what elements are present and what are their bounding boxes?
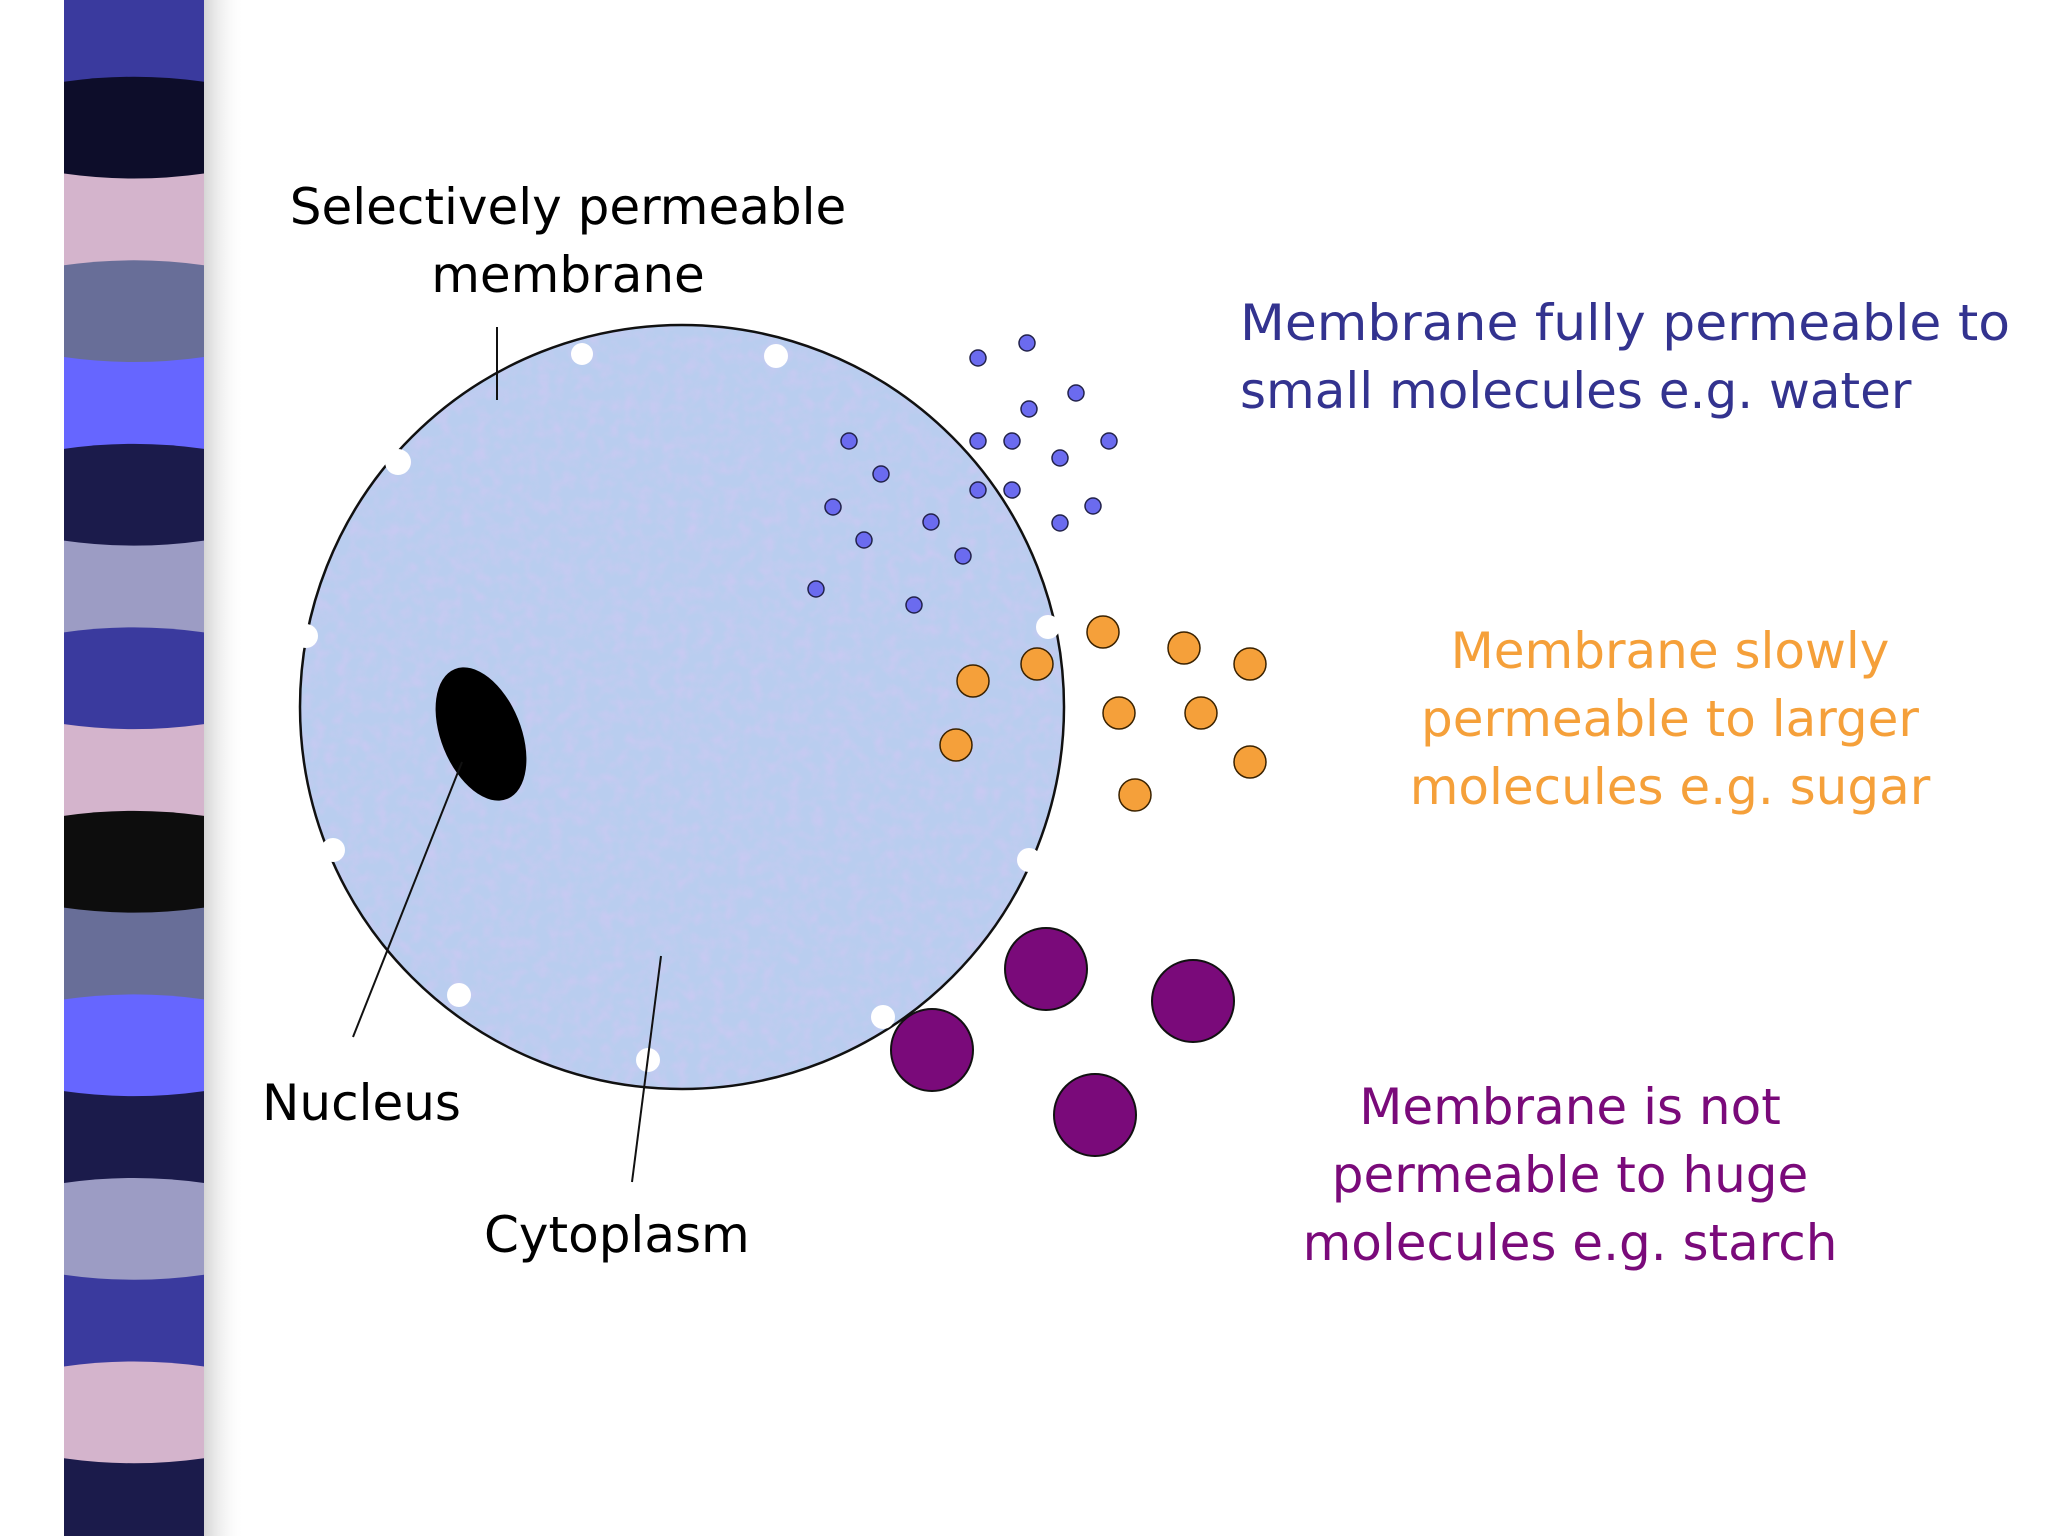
side-bar-stripe (64, 1274, 204, 1369)
water-molecule (1018, 334, 1036, 352)
membrane-pore (764, 344, 788, 368)
membrane-pore (385, 449, 411, 475)
water-molecule (1084, 497, 1102, 515)
side-bar-stripe (64, 443, 204, 548)
membrane-outline (298, 323, 1066, 1091)
small-molecules-label-line-1: Membrane fully permeable to (1240, 294, 2010, 352)
side-bar-stripe (64, 357, 204, 451)
sugar-molecule (1086, 615, 1120, 649)
huge-molecules-label-line-2: permeable to huge (1332, 1146, 1809, 1204)
cytoplasm-label: Cytoplasm (484, 1206, 750, 1264)
cytoplasm-area (300, 325, 1064, 1089)
larger-molecules-label-line-1: Membrane slowly (1451, 622, 1890, 680)
side-bar-stripe (64, 724, 204, 818)
water-molecule (840, 432, 858, 450)
water-molecule (1051, 449, 1069, 467)
small-molecules (807, 334, 1118, 614)
huge-molecules-label-line-1: Membrane is not (1359, 1078, 1781, 1136)
water-molecule (969, 349, 987, 367)
huge-molecules-label-line-3: molecules e.g. starch (1303, 1214, 1838, 1272)
side-bar-stripe (64, 627, 204, 732)
water-molecule (824, 498, 842, 516)
side-bar-stripe (64, 907, 204, 1002)
membrane-pore (571, 343, 593, 365)
sugar-molecule (1233, 647, 1267, 681)
nucleus-leader-line (352, 761, 463, 1038)
starch-molecule (1053, 1073, 1137, 1157)
larger-molecules-label-line-2: permeable to larger (1421, 690, 1919, 748)
sugar-molecule (956, 664, 990, 698)
side-bar-stripe (64, 994, 204, 1099)
huge-molecules (890, 927, 1235, 1157)
small-molecules-label-line-2: small molecules e.g. water (1240, 362, 1912, 420)
larger-molecules (939, 615, 1267, 812)
water-molecule (1020, 400, 1038, 418)
starch-molecule (890, 1008, 974, 1092)
membrane-pore (321, 838, 345, 862)
side-bar-stripe (64, 540, 204, 635)
side-bar-stripe (64, 810, 204, 915)
water-molecule (922, 513, 940, 531)
sugar-molecule (939, 728, 973, 762)
water-molecule (1067, 384, 1085, 402)
membrane-label-line-2: membrane (431, 246, 705, 304)
membrane-pore (1036, 615, 1060, 639)
sugar-molecule (1118, 778, 1152, 812)
side-bar-stripe (64, 173, 204, 268)
water-molecule (1003, 481, 1021, 499)
water-molecule (872, 465, 890, 483)
water-molecule (954, 547, 972, 565)
membrane-pore (447, 983, 471, 1007)
side-bar-stripe (64, 1361, 204, 1466)
water-molecule (807, 580, 825, 598)
sugar-molecule (1233, 745, 1267, 779)
side-bar-stripe (64, 1458, 204, 1536)
nucleus-shape (435, 667, 527, 801)
water-molecule (969, 432, 987, 450)
water-molecule (1100, 432, 1118, 450)
starch-molecule (1004, 927, 1088, 1011)
larger-molecules-label-line-3: molecules e.g. sugar (1410, 758, 1931, 816)
water-molecule (969, 481, 987, 499)
sugar-molecule (1167, 631, 1201, 665)
nucleus-label: Nucleus (262, 1074, 461, 1132)
water-molecule (1003, 432, 1021, 450)
side-bar-stripes (64, 0, 204, 1536)
starch-molecule (1151, 959, 1235, 1043)
side-bar-stripe (64, 0, 204, 84)
leader-lines (352, 327, 662, 1183)
side-bar-stripe (64, 76, 204, 181)
decorative-side-bar (64, 0, 245, 1536)
side-bar-stripe (64, 260, 204, 365)
cell (294, 323, 1066, 1091)
membrane-pore (294, 624, 318, 648)
membrane-pore (1017, 848, 1041, 872)
side-bar-stripe (64, 1091, 204, 1185)
sugar-molecule (1102, 696, 1136, 730)
water-molecule (905, 596, 923, 614)
side-bar-stripe (64, 1177, 204, 1282)
water-molecule (855, 531, 873, 549)
water-molecule (1051, 514, 1069, 532)
cytoplasm-leader-line (631, 955, 662, 1183)
sugar-molecule (1020, 647, 1054, 681)
membrane-label-line-1: Selectively permeable (290, 178, 847, 236)
membrane-pore (871, 1005, 895, 1029)
sugar-molecule (1184, 696, 1218, 730)
